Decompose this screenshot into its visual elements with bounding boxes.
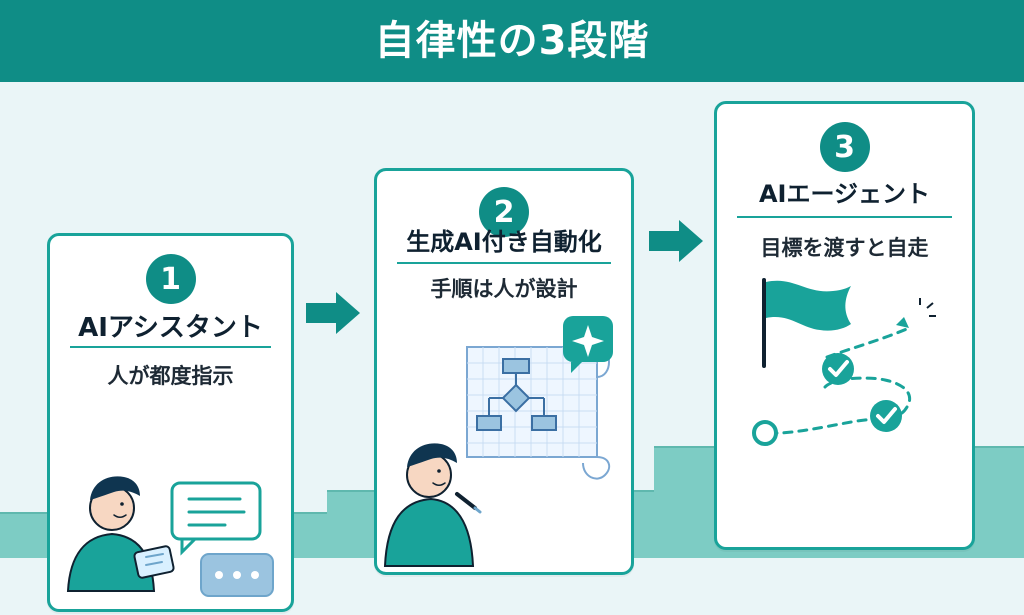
person-icon <box>383 443 475 567</box>
page-title: 自律性の3段階 <box>374 18 650 64</box>
pen-icon <box>455 492 482 514</box>
step3-illustration <box>752 278 936 446</box>
step-number-badge: 1 <box>145 254 196 304</box>
step-title: AIアシスタント <box>78 313 263 343</box>
start-node-icon <box>752 420 778 446</box>
step-card-3: 3 AIエージェント 目標を渡すと自走 <box>714 101 975 550</box>
sparkle-badge-icon <box>563 316 613 373</box>
checkmark-icon <box>870 400 902 432</box>
step1-illustration <box>66 476 274 597</box>
divider <box>397 262 611 264</box>
step-title: AIエージェント <box>758 180 931 208</box>
step-card-2: 2 生成AI付き自動化 手順は人が設計 <box>374 168 634 575</box>
step-subtitle: 人が都度指示 <box>107 364 234 388</box>
step-number-badge: 3 <box>819 122 870 172</box>
arrow-right-icon <box>306 292 360 334</box>
steps-illustration: 1 AIアシスタント 人が都度指示 <box>0 82 1024 612</box>
speech-bubble-icon <box>170 481 262 556</box>
step2-illustration <box>383 316 613 567</box>
arrow-right-icon <box>649 220 703 262</box>
divider <box>737 216 952 218</box>
checkmark-icon <box>822 353 854 385</box>
step-subtitle: 手順は人が設計 <box>430 277 578 301</box>
flowchart-blueprint-icon <box>466 346 611 480</box>
step-subtitle: 目標を渡すと自走 <box>760 236 929 260</box>
flag-icon <box>762 278 851 368</box>
divider <box>70 346 271 348</box>
title-bar: 自律性の3段階 <box>0 0 1024 82</box>
ellipsis-bubble-icon <box>200 553 274 597</box>
step-title: 生成AI付き自動化 <box>406 228 602 256</box>
step-number-badge: 2 <box>479 187 529 237</box>
step-card-1: 1 AIアシスタント 人が都度指示 <box>47 233 294 612</box>
